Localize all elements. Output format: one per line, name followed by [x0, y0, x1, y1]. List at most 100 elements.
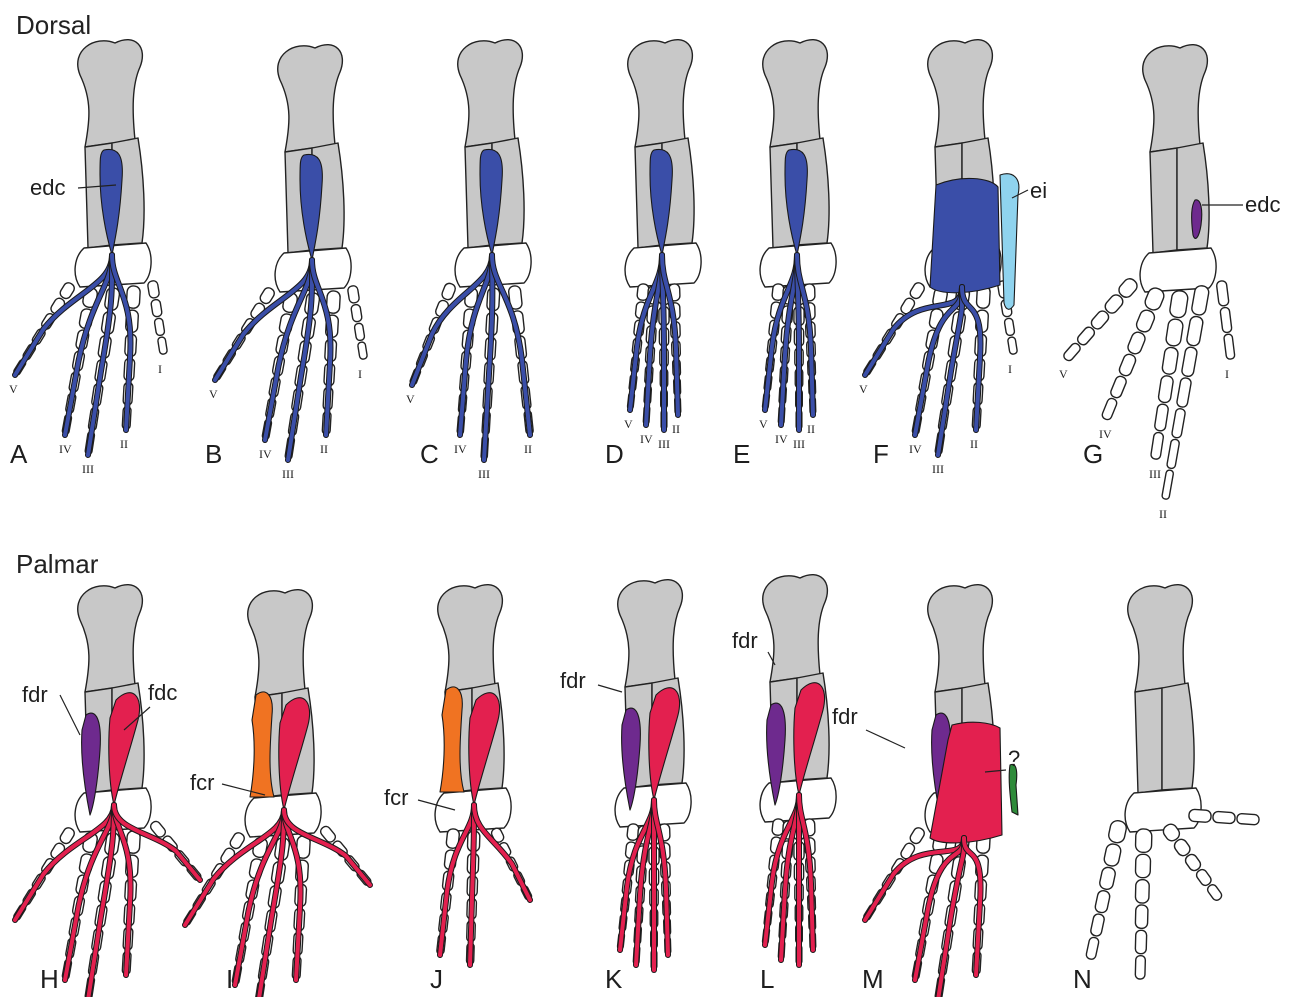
phalanx	[147, 280, 160, 298]
fdr-label-k: fdr	[560, 668, 586, 693]
proximal-bone	[1143, 45, 1208, 152]
proximal-bone	[618, 580, 683, 687]
panel-letter-a: A	[10, 439, 28, 469]
phalanx	[1107, 819, 1127, 844]
phalanx	[1150, 432, 1164, 460]
fdr-label-h: fdr	[22, 682, 48, 707]
phalanx	[1086, 937, 1100, 960]
panel-letter-m: M	[862, 964, 884, 994]
panel-letter-l: L	[760, 964, 774, 994]
phalanx	[1166, 439, 1179, 469]
phalanx	[1099, 866, 1117, 890]
digit-label-ii: II	[1159, 507, 1167, 521]
panel-b: BVIVIIIIII	[205, 45, 368, 481]
phalanx	[908, 281, 926, 300]
digit-label-v: V	[9, 382, 18, 396]
forearm-radius	[1150, 148, 1177, 253]
phalanx	[347, 285, 360, 303]
unknown-muscle	[1009, 764, 1018, 815]
phalanx	[1135, 308, 1157, 334]
fdr-leader-k	[598, 685, 622, 692]
phalanx	[351, 304, 363, 322]
proximal-bone	[78, 585, 143, 692]
phalanx	[1195, 868, 1213, 888]
phalanx	[1224, 334, 1235, 360]
phalanx	[908, 826, 926, 845]
phalanx	[151, 299, 163, 317]
digit-label-v: V	[859, 382, 868, 396]
phalanx	[1181, 346, 1198, 377]
phalanx	[1158, 375, 1174, 403]
panel-d: DVIVIIIII	[605, 40, 701, 469]
panel-c: CVIVIIIII	[406, 40, 533, 481]
panel-h: H	[13, 585, 203, 997]
phalanx	[1220, 307, 1232, 333]
panel-m: M	[862, 585, 1018, 997]
digit-label-ii: II	[970, 437, 978, 451]
panel-l: L	[760, 575, 836, 994]
phalanx	[1089, 309, 1111, 331]
phalanx	[1216, 280, 1229, 306]
digit-label-iv: IV	[454, 442, 467, 456]
digit-label-ii: II	[320, 442, 328, 456]
fcr-label-j: fcr	[384, 785, 408, 810]
edc-muscle	[930, 178, 1000, 292]
ei-label-f: ei	[1030, 178, 1047, 203]
phalanx	[441, 282, 457, 301]
fdc-label-h: fdc	[148, 680, 177, 705]
phalanx	[1101, 397, 1118, 421]
phalanx	[1076, 325, 1097, 347]
phalanx	[1126, 330, 1147, 355]
phalanx	[154, 318, 165, 336]
digit-label-ii: II	[524, 442, 532, 456]
phalanx	[1162, 347, 1179, 375]
phalanx	[1062, 342, 1082, 363]
fdr-label-l: fdr	[732, 628, 758, 653]
digit-label-v: V	[209, 387, 218, 401]
carpus	[1125, 788, 1201, 832]
phalanx	[1090, 913, 1105, 937]
phalanx	[1135, 829, 1152, 853]
phalanx	[1189, 809, 1212, 822]
digit-label-iii: III	[932, 462, 944, 476]
fdr-label-m: fdr	[832, 704, 858, 729]
fcr-muscle	[440, 687, 464, 792]
phalanx	[1135, 930, 1146, 954]
digit-label-iii: III	[82, 462, 94, 476]
proximal-bone	[78, 40, 143, 147]
phalanx	[1135, 854, 1150, 878]
phalanx	[1094, 890, 1110, 914]
digit-label-iii: III	[282, 467, 294, 481]
digit-label-v: V	[624, 417, 633, 431]
panel-letter-g: G	[1083, 439, 1103, 469]
digit-label-ii: II	[672, 422, 680, 436]
digit-label-i: I	[358, 367, 362, 381]
panel-j: J	[430, 585, 533, 994]
phalanx	[1004, 318, 1015, 336]
phalanx	[1007, 337, 1017, 355]
digit-label-ii: II	[120, 437, 128, 451]
forearm-radius	[1135, 688, 1162, 793]
forearm-ulna	[1162, 683, 1194, 790]
phalanx	[1135, 956, 1145, 980]
phalanx	[1135, 879, 1149, 903]
panel-letter-j: J	[430, 964, 443, 994]
phalanx	[1162, 470, 1174, 500]
phalanx	[1206, 883, 1223, 902]
phalanx	[1109, 375, 1127, 399]
panel-letter-h: H	[40, 964, 59, 994]
digit-label-iii: III	[478, 467, 490, 481]
carpus	[1140, 248, 1216, 292]
panel-letter-k: K	[605, 964, 623, 994]
fdr-leader-m	[866, 730, 905, 748]
phalanx	[228, 831, 246, 850]
digit-label-v: V	[406, 392, 415, 406]
panel-letter-i: I	[226, 964, 233, 994]
panel-k: K	[605, 580, 691, 994]
digit-label-i: I	[1225, 367, 1229, 381]
digit-label-iii: III	[658, 437, 670, 451]
